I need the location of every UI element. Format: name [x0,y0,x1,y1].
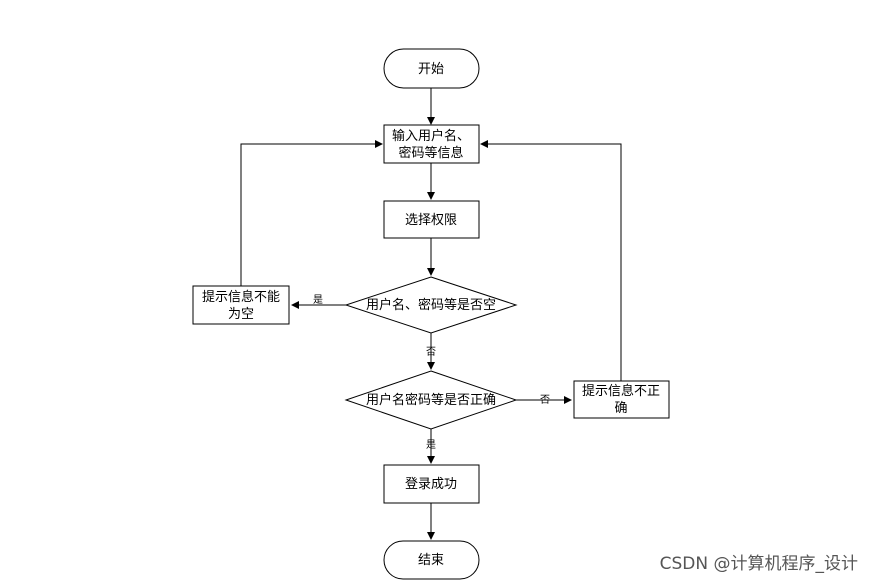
msg-empty-line1: 提示信息不能 [202,289,280,305]
select-role-node: 选择权限 [383,200,480,239]
start-label: 开始 [418,62,444,77]
end-label: 结束 [418,553,444,568]
check-empty-label: 用户名、密码等是否空 [366,297,496,313]
check-empty-decision: 用户名、密码等是否空 [344,276,518,334]
start-node: 开始 [383,48,480,89]
msg-wrong-line2: 确 [614,401,627,416]
check-correct-label: 用户名密码等是否正确 [366,392,496,408]
input-label-line2: 密码等信息 [398,145,463,161]
msg-empty-line2: 为空 [228,307,254,322]
check-correct-decision: 用户名密码等是否正确 [344,370,518,430]
edge-empty-msg-loop [240,140,383,286]
edge-label-empty-yes: 是 [313,294,323,306]
login-success-label: 登录成功 [405,477,457,492]
input-label-line1: 输入用户名、 [392,128,470,144]
select-role-label: 选择权限 [405,212,457,228]
end-node: 结束 [383,540,480,580]
edge-label-empty-no: 否 [426,346,436,358]
csdn-watermark: CSDN @计算机程序_设计 [660,554,858,574]
edge-label-correct-yes: 是 [426,439,436,451]
msg-wrong-node: 提示信息不正 确 [573,380,670,419]
edge-label-correct-no: 否 [540,394,550,406]
input-credentials-node: 输入用户名、 密码等信息 [383,124,480,164]
msg-empty-node: 提示信息不能 为空 [192,285,290,325]
edge-wrong-msg-loop [480,140,622,381]
msg-wrong-line1: 提示信息不正 [582,383,660,399]
login-success-node: 登录成功 [383,464,480,504]
